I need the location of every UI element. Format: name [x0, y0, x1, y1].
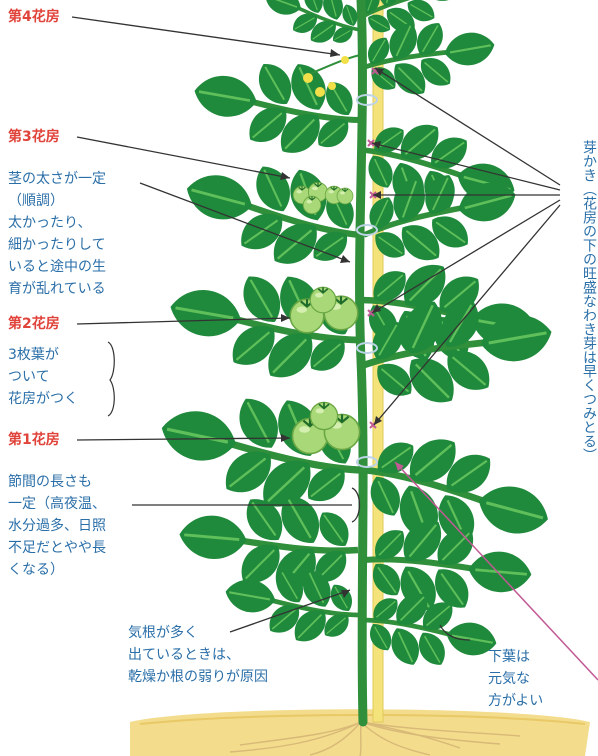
- lower-leaves-pointer-head: [395, 462, 404, 471]
- label-stem-thickness: 茎の太さが一定 （順調） 太かったり、 細かったりして いると途中の生 育が乱れ…: [8, 171, 106, 297]
- label-lower-leaves: 下葉は 元気な 方がよい: [488, 649, 544, 709]
- pointer-lines: [71, 16, 561, 641]
- flower-truss-4: [303, 54, 361, 97]
- label-aerial-roots: 気根が多く 出ているときは、 乾燥か根の弱りが原因: [128, 625, 268, 685]
- label-flower-truss-1: 第1花房: [8, 432, 60, 448]
- main-stem: [355, 0, 368, 727]
- label-flower-truss-4: 第4花房: [8, 9, 60, 25]
- lower-leaves-pointer: [394, 461, 598, 681]
- three-leaves-bracket: [107, 341, 115, 417]
- tendril-ties: [356, 94, 378, 468]
- label-internode-length: 節間の長さも 一定（高夜温、 水分過多、日照 不足だとやや長 くなる）: [8, 474, 106, 578]
- label-three-leaves: 3枚葉が ついて 花房がつく: [8, 347, 78, 407]
- label-flower-truss-3: 第3花房: [8, 129, 60, 145]
- roots: [229, 721, 521, 756]
- label-flower-truss-2: 第2花房: [8, 316, 60, 332]
- label-side-shoot-removal: 芽かき（花房の下の旺盛なわき芽は早くつみとる）: [581, 140, 597, 462]
